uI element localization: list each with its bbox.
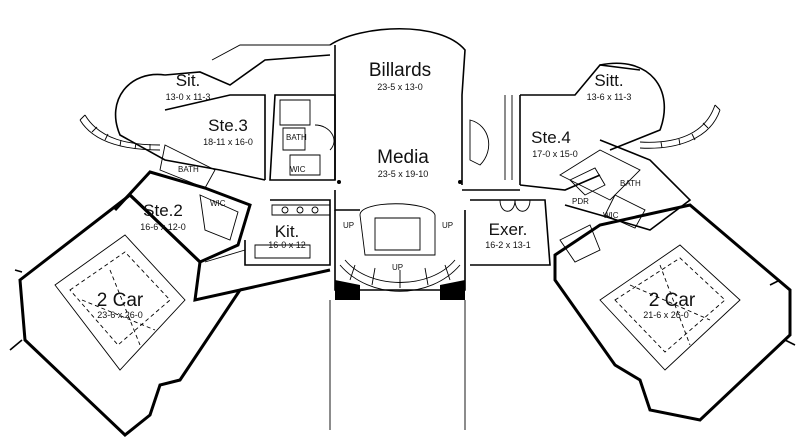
label-wic-right: WIC <box>603 211 619 220</box>
room-name-garage-left: 2 Car <box>97 290 144 311</box>
label-pdr: PDR <box>572 197 589 206</box>
room-dims-ste2: 16-6 x 12-0 <box>140 222 186 232</box>
label-wic-ste2: WIC <box>210 199 226 208</box>
room-dims-sit: 13-0 x 11-3 <box>166 92 211 102</box>
room-name-sit: Sit. <box>176 71 201 90</box>
label-up-right: UP <box>442 221 453 230</box>
room-name-ste2: Ste.2 <box>143 201 183 220</box>
label-bath-right: BATH <box>620 179 641 188</box>
room-name-garage-right: 2 Car <box>649 290 696 311</box>
room-dims-billards: 23-5 x 13-0 <box>377 82 423 92</box>
room-name-ste3: Ste.3 <box>208 116 248 135</box>
room-labels: Billards 23-5 x 13-0 Media 23-5 x 19-10 … <box>97 60 696 320</box>
room-dims-kit: 16-0 x 12 <box>268 240 306 250</box>
room-name-ste4: Ste.4 <box>531 128 571 147</box>
label-wic-ste3: WIC <box>290 165 306 174</box>
room-dims-garage-right: 21-6 x 26-0 <box>643 310 689 320</box>
room-dims-garage-left: 23-6 x 26-0 <box>97 310 143 320</box>
room-dims-exer: 16-2 x 13-1 <box>485 240 531 250</box>
left-sitting-wing <box>79 44 331 181</box>
label-up-left: UP <box>343 221 354 230</box>
room-name-media: Media <box>377 147 429 168</box>
room-name-kit: Kit. <box>275 222 300 241</box>
ste2-block <box>113 144 252 264</box>
kitchen-block <box>239 199 331 292</box>
room-name-billards: Billards <box>369 60 431 81</box>
exercise-block <box>470 199 551 266</box>
room-name-sitt: Sitt. <box>594 71 623 90</box>
central-core <box>329 28 521 211</box>
right-suite-block <box>519 64 692 231</box>
room-dims-media: 23-5 x 19-10 <box>378 169 429 179</box>
label-up-center: UP <box>392 263 403 272</box>
label-bath-left: BATH <box>178 165 199 174</box>
right-garage <box>553 203 796 422</box>
right-sitting-wing <box>599 62 721 151</box>
room-dims-sitt: 13-6 x 11-3 <box>587 92 632 102</box>
room-dims-ste3: 18-11 x 16-0 <box>203 137 253 147</box>
room-dims-ste4: 17-0 x 15-0 <box>532 149 578 159</box>
small-labels: BATH BATH BATH WIC WIC WIC PDR UP UP UP <box>178 133 641 272</box>
grand-stair <box>329 203 466 430</box>
label-bath-ste3: BATH <box>286 133 307 142</box>
room-name-exer: Exer. <box>489 220 528 239</box>
